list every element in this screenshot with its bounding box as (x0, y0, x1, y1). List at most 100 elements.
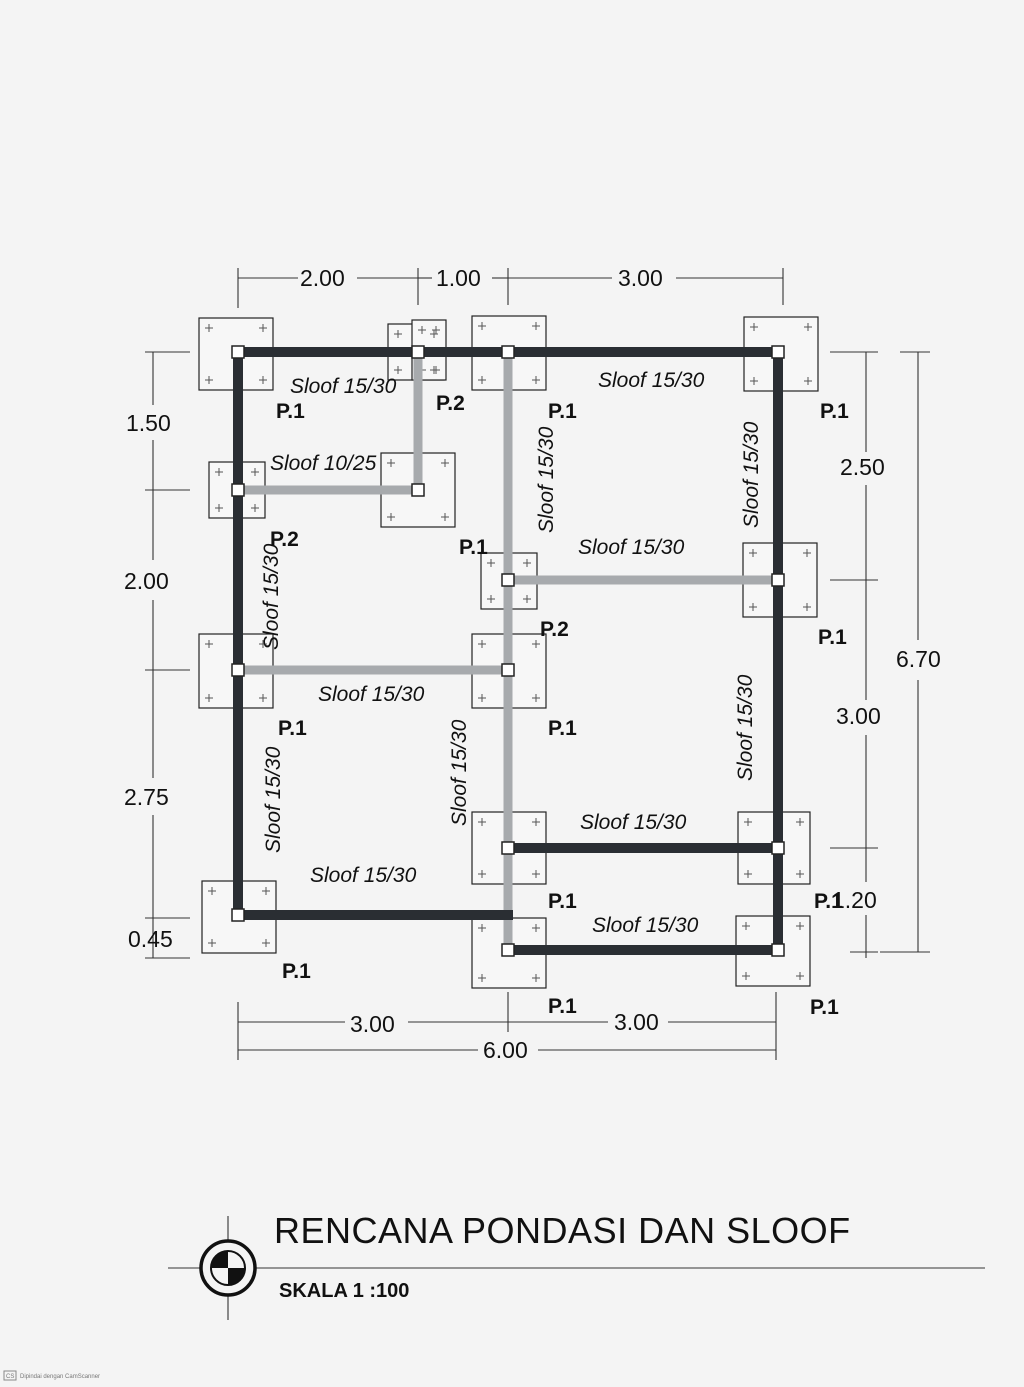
scanner-footer: CS Dipindai dengan CamScanner (3, 1370, 100, 1381)
sloof-label: Sloof 15/30 (448, 719, 471, 826)
foundation-label: P.1 (278, 717, 307, 740)
footing-mark (215, 504, 223, 512)
dim-left-3: 2.75 (124, 784, 169, 810)
footing-mark (742, 922, 750, 930)
foundation-labels: P.1 P.2 P.1 P.1 P.2 P.1 P.1 P.2 P.1 P.1 … (270, 392, 849, 1019)
footing-mark (796, 922, 804, 930)
sloof-label: Sloof 15/30 (260, 543, 283, 650)
column-marker (501, 345, 515, 359)
sloof-label: Sloof 15/30 (310, 864, 417, 887)
footing-mark (259, 694, 267, 702)
footing-mark (749, 549, 757, 557)
dim-top-2: 1.00 (436, 265, 481, 291)
footing-mark (251, 468, 259, 476)
footing-mark (478, 640, 486, 648)
dim-bottom-2: 3.00 (614, 1009, 659, 1035)
dim-left-1: 1.50 (126, 410, 171, 436)
foundation-label: P.1 (548, 400, 577, 423)
title-block: RENCANA PONDASI DAN SLOOF SKALA 1 :100 (168, 1210, 985, 1320)
footing-mark (387, 459, 395, 467)
foundation-label: P.2 (540, 618, 569, 641)
sloof-label: Sloof 10/25 (270, 452, 377, 475)
footing-mark (804, 377, 812, 385)
column-marker (231, 908, 245, 922)
sloof-label: Sloof 15/30 (580, 811, 687, 834)
footing-mark (523, 595, 531, 603)
column-marker (231, 663, 245, 677)
footing-mark (478, 924, 486, 932)
sloof-label: Sloof 15/30 (598, 369, 705, 392)
foundation-label: P.1 (548, 995, 577, 1018)
footing-mark (262, 887, 270, 895)
footing-mark (796, 972, 804, 980)
sloof-label: Sloof 15/30 (318, 683, 425, 706)
footing-mark (742, 972, 750, 980)
foundation-label: P.2 (436, 392, 465, 415)
footing-mark (430, 330, 438, 338)
footing-mark (205, 694, 213, 702)
column-marker (411, 483, 425, 497)
column-markers (231, 345, 785, 957)
footing-mark (532, 694, 540, 702)
footing-mark (259, 324, 267, 332)
dim-right-3: 1.20 (832, 887, 877, 913)
footing-mark (478, 322, 486, 330)
drawing-scale: SKALA 1 :100 (279, 1280, 409, 1302)
footing-mark (208, 887, 216, 895)
foundation-label: P.1 (818, 626, 847, 649)
dim-left-2: 2.00 (124, 568, 169, 594)
north-symbol-icon (199, 1239, 257, 1297)
dim-right-total: 6.70 (896, 646, 941, 672)
footing-mark (441, 513, 449, 521)
column-marker (501, 943, 515, 957)
column-marker (231, 483, 245, 497)
column-marker (411, 345, 425, 359)
column-marker (231, 345, 245, 359)
footing-mark (394, 330, 402, 338)
foundation-label: P.1 (814, 890, 843, 913)
footing-mark (432, 366, 440, 374)
footing-mark (750, 323, 758, 331)
sloof-label: Sloof 15/30 (290, 375, 397, 398)
footing-mark (387, 513, 395, 521)
dim-bottom-1: 3.00 (350, 1011, 395, 1037)
footing-mark (804, 323, 812, 331)
column-marker (771, 573, 785, 587)
footing-mark (215, 468, 223, 476)
dim-top-3: 3.00 (618, 265, 663, 291)
dim-left-4: 0.45 (128, 926, 173, 952)
foundation-label: P.1 (548, 717, 577, 740)
footing-mark (478, 818, 486, 826)
column-marker (771, 943, 785, 957)
footing-mark (394, 366, 402, 374)
sloof-label: Sloof 15/30 (592, 914, 699, 937)
column-marker (501, 663, 515, 677)
sloof-label: Sloof 15/30 (734, 674, 757, 781)
column-marker (501, 573, 515, 587)
footing-mark (532, 870, 540, 878)
sloof-label: Sloof 15/30 (535, 426, 558, 533)
footing-mark (532, 322, 540, 330)
footing-mark (259, 376, 267, 384)
footing-mark (487, 595, 495, 603)
secondary-sloofs (233, 347, 783, 955)
footing-mark (532, 974, 540, 982)
footing-mark (796, 870, 804, 878)
scanner-badge-icon (3, 1370, 17, 1381)
sloof-labels: Sloof 15/30 Sloof 15/30 Sloof 10/25 Sloo… (260, 369, 763, 937)
footing-mark (532, 818, 540, 826)
footing-mark (487, 559, 495, 567)
footing-mark (532, 640, 540, 648)
footing-mark (432, 326, 440, 334)
sloof-label: Sloof 15/30 (578, 536, 685, 559)
footing-mark (803, 549, 811, 557)
sloof-label: Sloof 15/30 (262, 746, 285, 853)
foundation-label: P.1 (282, 960, 311, 983)
foundation-label: P.1 (276, 400, 305, 423)
column-marker (501, 841, 515, 855)
footing-mark (744, 870, 752, 878)
foundation-label: P.1 (459, 536, 488, 559)
footing-mark (532, 376, 540, 384)
footing-mark (259, 640, 267, 648)
